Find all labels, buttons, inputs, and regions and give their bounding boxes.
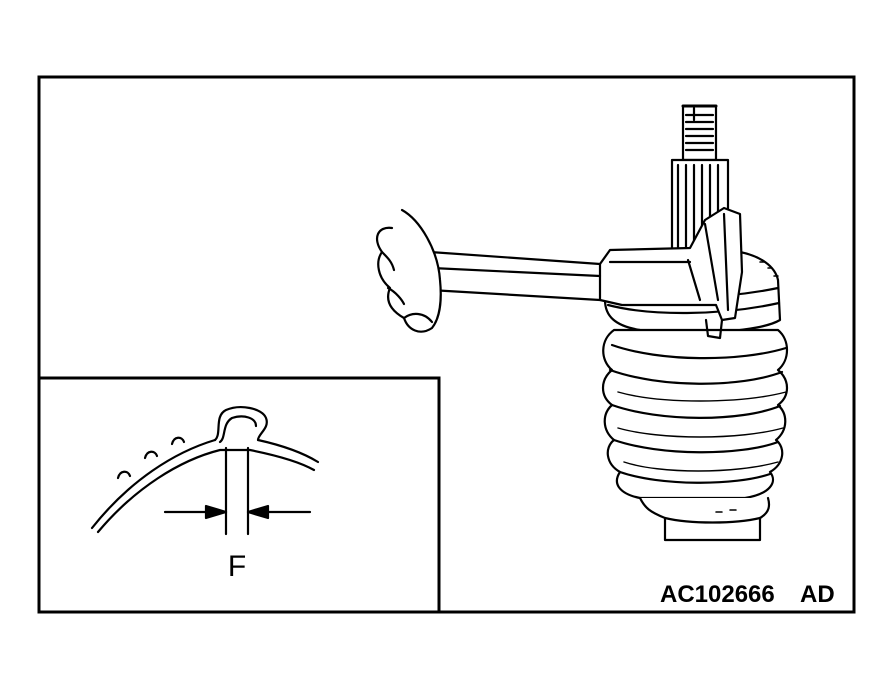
operator-finger <box>375 208 442 333</box>
figure-frame <box>37 75 856 614</box>
figure-code: AC102666 <box>660 581 775 608</box>
boot-bellows <box>601 328 789 500</box>
figure-code-suffix: AD <box>800 581 835 608</box>
caliper-tool <box>428 206 744 340</box>
lower-shaft <box>638 496 771 542</box>
band-cross-section <box>90 406 320 536</box>
inset-detail: F <box>37 376 441 614</box>
dimension-label-f: F <box>228 550 246 583</box>
main-illustration <box>375 104 789 542</box>
